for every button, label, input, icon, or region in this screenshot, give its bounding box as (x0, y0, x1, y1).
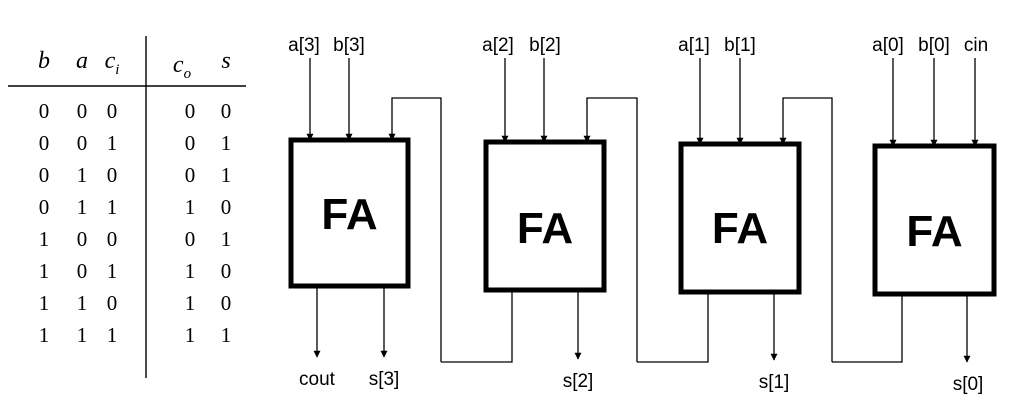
label-s1: s[1] (759, 372, 790, 393)
table-cell: 1 (221, 323, 232, 347)
label-a1: a[1] (678, 35, 710, 56)
table-cell: 0 (39, 163, 50, 187)
wire-carry-2-to-3 (388, 97, 442, 362)
header-s: s (221, 48, 230, 74)
table-cell: 0 (185, 227, 196, 251)
table-cell: 1 (107, 259, 118, 283)
label-b0: b[0] (918, 35, 950, 56)
table-cell: 0 (39, 195, 50, 219)
label-s3: s[3] (369, 369, 400, 390)
table-cell: 0 (77, 259, 88, 283)
full-adder-label: FA (321, 190, 377, 239)
header-ci-main: c (105, 48, 116, 74)
table-cell: 1 (185, 259, 196, 283)
table-cell: 0 (77, 131, 88, 155)
label-b1: b[1] (724, 35, 756, 56)
table-cell: 0 (221, 291, 232, 315)
table-cell: 1 (185, 323, 196, 347)
table-cell: 1 (77, 195, 88, 219)
full-adder-0: FA (872, 143, 997, 297)
table-cell: 1 (39, 259, 50, 283)
table-cell: 1 (39, 323, 50, 347)
table-cell: 1 (77, 323, 88, 347)
table-cell: 0 (39, 99, 50, 123)
wire-carry-out-1 (637, 292, 709, 363)
table-cell: 1 (77, 291, 88, 315)
table-cell: 1 (107, 323, 118, 347)
wire-carry-1-to-2 (583, 97, 638, 362)
table-cell: 1 (185, 195, 196, 219)
table-cell: 0 (107, 99, 118, 123)
label-a3: a[3] (288, 35, 320, 56)
full-adder-3: FA (288, 137, 411, 289)
table-cell: 1 (221, 131, 232, 155)
header-ci-subscript: i (115, 62, 119, 78)
label-cin: cin (964, 35, 988, 56)
table-cell: 0 (107, 227, 118, 251)
full-adder-label: FA (906, 207, 962, 256)
label-s0: s[0] (953, 374, 984, 395)
label-b3: b[3] (333, 35, 365, 56)
label-a2: a[2] (482, 35, 514, 56)
table-cell: 1 (39, 291, 50, 315)
wire-carry-0-to-1 (779, 97, 833, 362)
table-cell: 1 (185, 291, 196, 315)
label-b2: b[2] (529, 35, 561, 56)
table-cell: 0 (107, 163, 118, 187)
full-adder-2: FA (483, 139, 607, 293)
header-a: a (76, 48, 88, 74)
table-cell: 0 (185, 131, 196, 155)
table-cell: 0 (221, 259, 232, 283)
header-co-main: c (173, 52, 184, 78)
table-cell: 1 (77, 163, 88, 187)
table-cell: 1 (221, 227, 232, 251)
full-adder-label: FA (712, 204, 768, 253)
table-cell: 0 (185, 99, 196, 123)
header-co: co (173, 52, 192, 82)
wires (306, 58, 979, 363)
label-cout: cout (299, 369, 336, 390)
header-ci: ci (105, 48, 120, 78)
table-cell: 0 (39, 131, 50, 155)
table-cell: 1 (221, 163, 232, 187)
table-cell: 0 (221, 195, 232, 219)
table-cell: 0 (185, 163, 196, 187)
header-b: b (38, 48, 50, 74)
table-cell: 1 (39, 227, 50, 251)
wire-carry-out-0 (832, 294, 903, 363)
table-cell: 0 (107, 291, 118, 315)
full-adder-box (483, 139, 607, 293)
full-adder-box (678, 141, 802, 295)
signal-labels: a[3] b[3] a[2] b[2] a[1] b[1] a[0] b[0] … (288, 35, 988, 395)
header-co-subscript: o (184, 66, 192, 82)
full-adder-label: FA (517, 204, 573, 253)
label-a0: a[0] (872, 35, 904, 56)
table-cell: 1 (107, 131, 118, 155)
full-adder-box (288, 137, 411, 289)
full-adder-box (872, 143, 997, 297)
table-cell: 0 (77, 227, 88, 251)
full-adder-1: FA (678, 141, 802, 295)
table-cell: 0 (221, 99, 232, 123)
table-cell: 1 (107, 195, 118, 219)
wire-carry-out-2 (441, 290, 513, 363)
table-cell: 0 (77, 99, 88, 123)
label-s2: s[2] (563, 371, 594, 392)
